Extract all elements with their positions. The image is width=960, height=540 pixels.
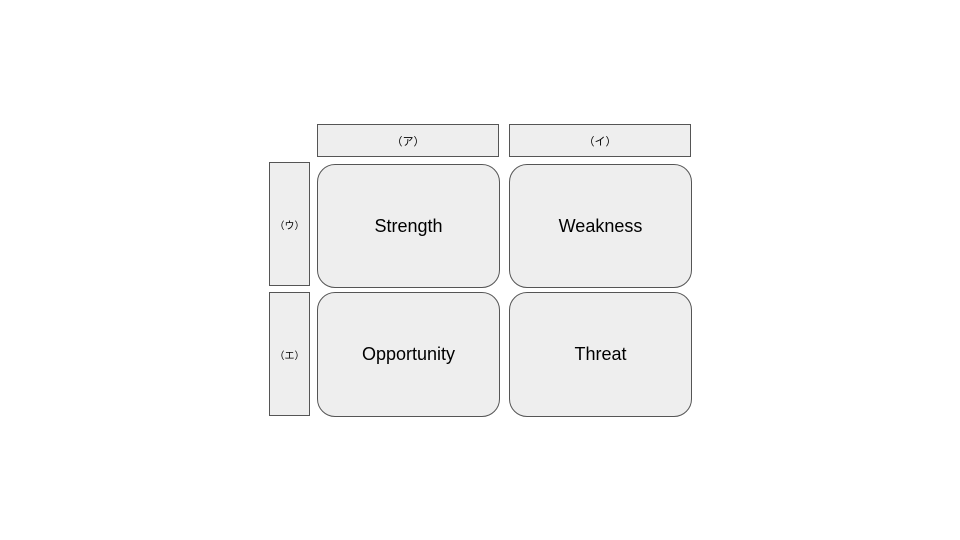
cell-threat-label: Threat: [574, 344, 627, 364]
cell-strength-label: Strength: [374, 215, 443, 236]
cell-threat: Threat: [509, 292, 692, 417]
row-header-c-label: （ウ）: [274, 220, 305, 232]
row-header-d: （エ）: [269, 292, 310, 416]
row-header-c: （ウ）: [269, 162, 310, 286]
cell-opportunity: Opportunity: [317, 292, 500, 417]
cell-weakness-label: Weakness: [558, 215, 643, 236]
column-header-a-label: （ア）: [391, 135, 425, 148]
cell-weakness: Weakness: [509, 164, 692, 288]
row-header-d-label: （エ）: [274, 350, 305, 362]
cell-strength: Strength: [317, 164, 500, 288]
column-header-a: （ア）: [317, 124, 499, 157]
column-header-b-label: （イ）: [583, 135, 617, 148]
column-header-b: （イ）: [509, 124, 691, 157]
cell-opportunity-label: Opportunity: [361, 344, 456, 364]
